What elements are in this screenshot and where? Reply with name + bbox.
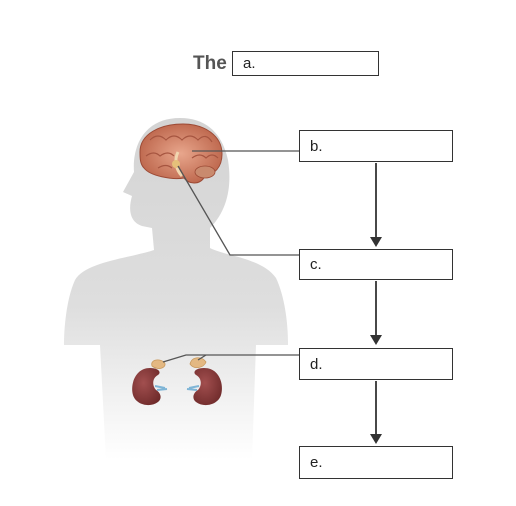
adrenal-right xyxy=(189,357,207,368)
brain xyxy=(139,123,223,184)
arrow-c-to-d xyxy=(370,281,382,345)
body-silhouette xyxy=(64,118,288,460)
adrenal-left xyxy=(151,359,166,369)
leader-pituitary-to-c xyxy=(177,165,299,256)
kidney-left xyxy=(132,368,168,406)
arrow-d-to-e xyxy=(370,381,382,444)
answer-box-c[interactable]: c. xyxy=(299,249,453,280)
answer-box-a[interactable]: a. xyxy=(232,51,379,76)
answer-box-e[interactable]: e. xyxy=(299,446,453,479)
leader-adrenal-right-to-d xyxy=(197,354,207,361)
kidney-right xyxy=(186,368,222,406)
title-prefix: The xyxy=(193,53,227,74)
leader-adrenal-to-d xyxy=(162,354,299,363)
answer-box-b[interactable]: b. xyxy=(299,130,453,162)
leader-lines xyxy=(162,150,299,363)
answer-box-d[interactable]: d. xyxy=(299,348,453,380)
arrow-b-to-c xyxy=(370,163,382,247)
flow-arrows xyxy=(370,163,382,444)
